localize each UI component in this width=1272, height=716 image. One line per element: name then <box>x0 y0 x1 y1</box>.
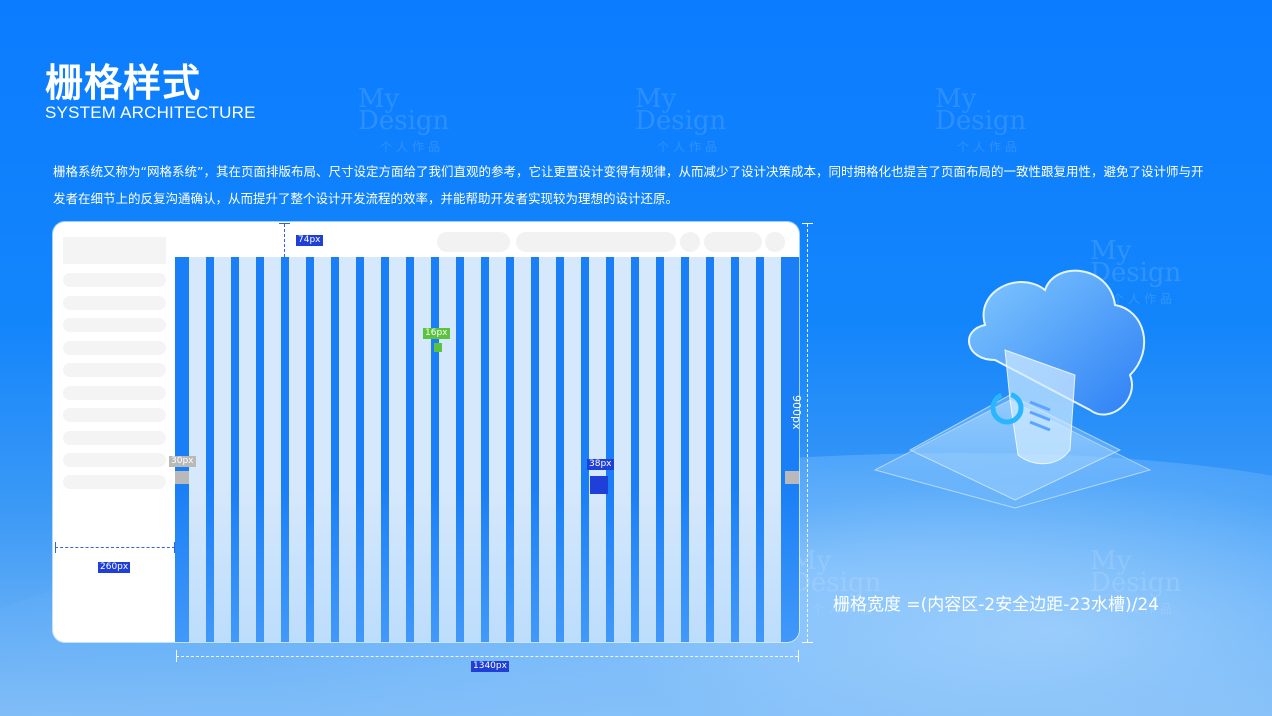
grid-column <box>614 257 631 642</box>
page-subtitle: SYSTEM ARCHITECTURE <box>45 103 256 122</box>
grid-column <box>214 257 231 642</box>
grid-column <box>189 257 206 642</box>
tick <box>802 223 813 224</box>
sidebar-width-label: 260px <box>98 562 131 573</box>
topbar-height-label: 74px <box>296 235 323 246</box>
mock-sidebar-item <box>63 386 166 400</box>
grid-column <box>314 257 331 642</box>
grid-column <box>589 257 606 642</box>
tick <box>176 650 177 662</box>
cloud-illustration <box>873 269 1152 509</box>
mock-sidebar-item <box>63 431 166 445</box>
safe-margin-label: 30px <box>169 456 196 467</box>
tick <box>802 642 813 643</box>
grid-column <box>264 257 281 642</box>
gutter-width-label: 16px <box>423 328 450 339</box>
mock-topbar-icon <box>680 232 700 252</box>
column-marker <box>590 476 608 494</box>
mock-sidebar <box>53 222 175 642</box>
mock-topbar-search <box>516 232 676 252</box>
mock-sidebar-item <box>63 341 166 355</box>
mock-sidebar-logo <box>63 237 166 264</box>
topbar-height-line <box>284 224 285 257</box>
gutter-marker <box>434 343 442 352</box>
mock-sidebar-item <box>63 363 166 377</box>
grid-column <box>764 257 781 642</box>
page-title: 栅格样式 <box>45 61 202 105</box>
mock-topbar-pill <box>704 232 762 252</box>
mock-sidebar-item <box>63 318 166 332</box>
grid-area <box>175 257 799 642</box>
sidebar-width-line <box>55 547 175 548</box>
grid-column <box>564 257 581 642</box>
grid-column <box>689 257 706 642</box>
mock-sidebar-item <box>63 475 166 489</box>
content-width-line <box>176 656 798 657</box>
layout-mockup-card <box>53 222 799 642</box>
grid-column <box>339 257 356 642</box>
grid-column <box>414 257 431 642</box>
grid-column <box>714 257 731 642</box>
mock-topbar-pill <box>437 232 510 252</box>
mock-sidebar-item <box>63 296 166 310</box>
grid-column <box>364 257 381 642</box>
description-text: 栅格系统又称为“网格系统”，其在页面排版布局、尺寸设定方面给了我们直观的参考，它… <box>53 164 1204 206</box>
right-margin-marker <box>785 471 799 484</box>
tick <box>798 650 799 662</box>
content-width-label: 1340px <box>471 661 509 672</box>
content-height-label: 900px <box>790 395 803 430</box>
grid-column <box>439 257 456 642</box>
grid-column <box>464 257 481 642</box>
mock-sidebar-item <box>63 453 166 467</box>
left-margin-marker <box>175 471 189 484</box>
grid-column <box>289 257 306 642</box>
grid-column <box>239 257 256 642</box>
grid-column <box>514 257 531 642</box>
mock-topbar-icon <box>765 232 785 252</box>
tick <box>55 542 56 553</box>
tick <box>279 223 290 224</box>
left-safe-margin <box>175 257 189 642</box>
column-width-label: 38px <box>587 459 614 470</box>
grid-column <box>489 257 506 642</box>
mock-sidebar-item <box>63 273 166 287</box>
grid-column <box>639 257 656 642</box>
content-height-line <box>807 224 808 642</box>
grid-column <box>664 257 681 642</box>
mock-sidebar-item <box>63 408 166 422</box>
grid-column <box>739 257 756 642</box>
grid-width-formula: 栅格宽度 =(内容区-2安全边距-23水槽)/24 <box>833 595 1159 615</box>
grid-column <box>389 257 406 642</box>
grid-column <box>539 257 556 642</box>
tick <box>174 542 175 553</box>
